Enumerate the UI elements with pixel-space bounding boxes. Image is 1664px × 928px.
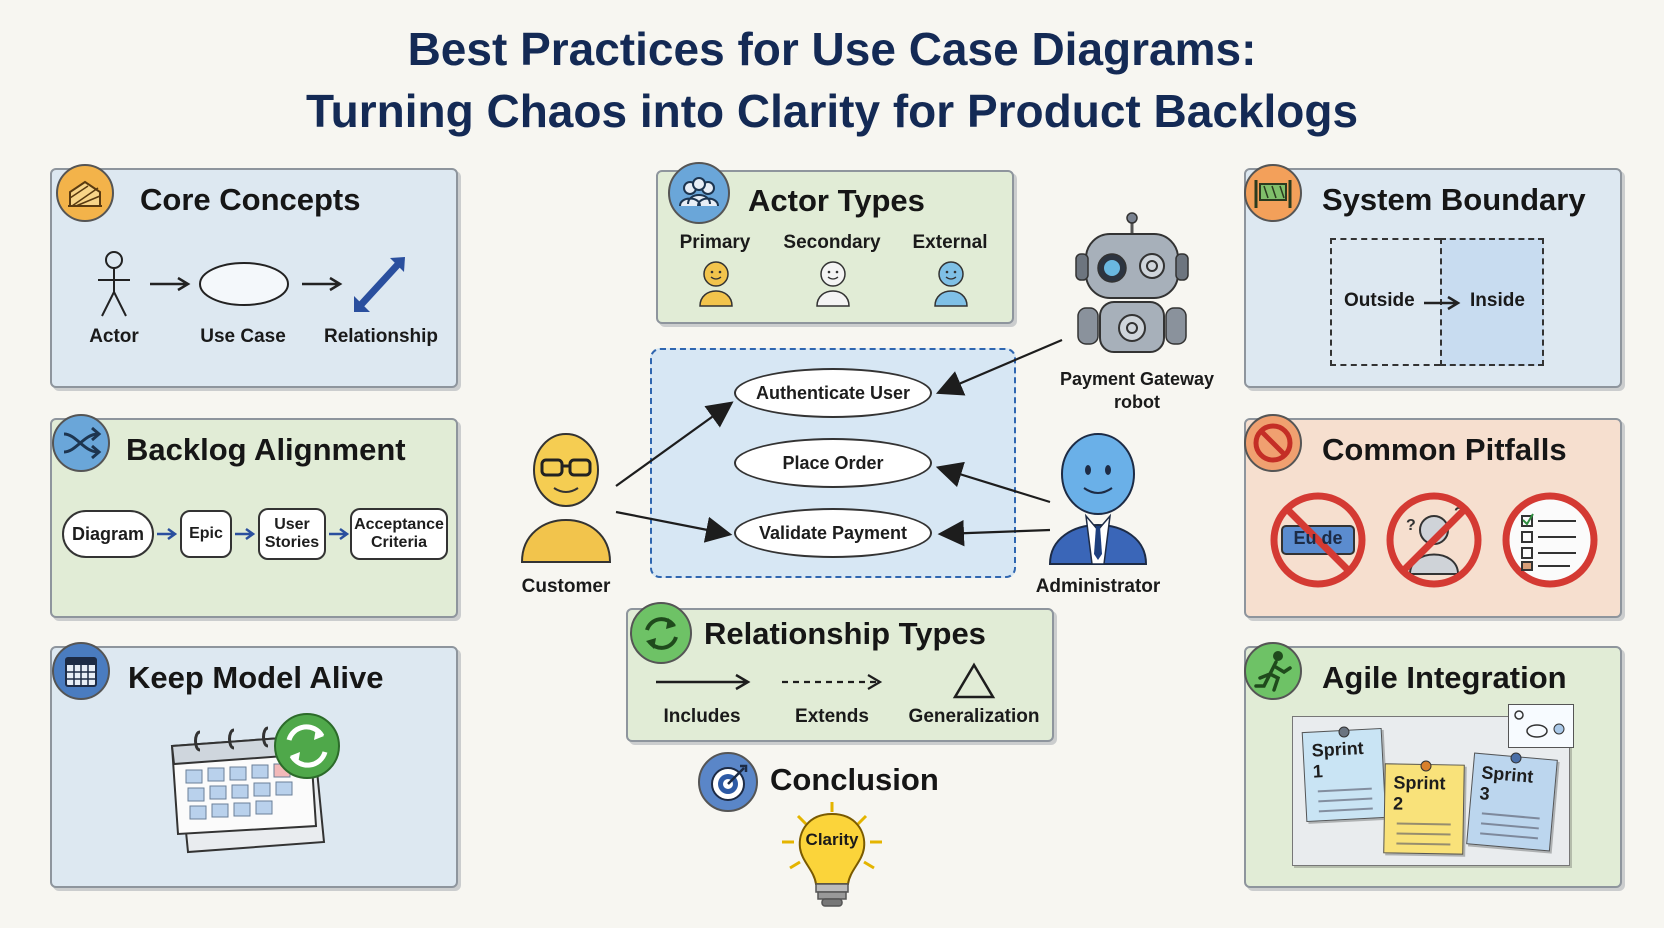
core-concepts-title: Core Concepts (140, 182, 361, 217)
calendar-refresh-illustration (170, 713, 340, 854)
target-icon (698, 752, 758, 812)
actor-type-secondary: Secondary (783, 232, 881, 253)
generalization-label: Generalization (908, 706, 1040, 727)
includes-label: Includes (663, 706, 741, 727)
relationship-arrow-icon (354, 257, 405, 312)
use-case-authenticate-user: Authenticate User (734, 368, 932, 418)
keep-model-alive-title: Keep Model Alive (128, 660, 384, 695)
payment-gateway-robot-icon (1075, 212, 1189, 353)
backlog-step-epic: Epic (180, 510, 232, 558)
use-case-place-order: Place Order (734, 438, 932, 488)
arrow-icon (1424, 295, 1461, 311)
pitfall-tag-text: Eu de (1293, 528, 1343, 548)
actor-type-external: External (912, 232, 988, 253)
payment-gateway-label: Payment Gateway robot (1059, 369, 1215, 412)
relationship-types-title: Relationship Types (704, 616, 986, 651)
inside-label: Inside (1470, 290, 1525, 311)
relationship-types-card (626, 608, 1054, 742)
use-case-validate-payment: Validate Payment (734, 508, 932, 558)
group-icon (668, 162, 730, 224)
actor-stick-figure-icon (98, 251, 130, 317)
runner-icon (1244, 642, 1302, 700)
building-icon (56, 164, 114, 222)
lightbulb-icon (782, 802, 882, 907)
customer-actor-icon (520, 433, 612, 563)
arrow-icon (235, 527, 256, 541)
shuffle-icon (52, 414, 110, 472)
calendar-icon (52, 642, 110, 700)
extends-dashed-line-icon (782, 674, 883, 690)
prohibited-icon (1244, 414, 1302, 472)
administrator-label: Administrator (1035, 576, 1161, 597)
common-pitfalls-title: Common Pitfalls (1322, 432, 1567, 467)
external-actor-icon (934, 261, 968, 307)
outside-region (1330, 238, 1440, 366)
board-card-snapshot (1508, 704, 1574, 748)
conclusion-title: Conclusion (770, 762, 939, 797)
arrow-icon (150, 276, 191, 292)
svg-text:?: ? (1406, 517, 1416, 534)
arrow-icon (329, 527, 350, 541)
cycle-icon (630, 602, 692, 664)
actor-label: Actor (89, 326, 139, 347)
extends-label: Extends (795, 706, 869, 727)
secondary-actor-icon (816, 261, 850, 307)
page-title-line1: Best Practices for Use Case Diagrams: (407, 23, 1257, 75)
use-case-label: Use Case (200, 326, 286, 347)
backlog-step-user-stories: User Stories (258, 508, 326, 560)
agile-integration-title: Agile Integration (1322, 660, 1567, 695)
backlog-alignment-title: Backlog Alignment (126, 432, 406, 467)
arrow-icon (302, 276, 343, 292)
system-boundary-title: System Boundary (1322, 182, 1586, 217)
administrator-actor-icon (1048, 433, 1148, 565)
includes-line-icon (656, 673, 751, 691)
pushpin-icons (1338, 726, 1522, 772)
pitfall-edge-case-icon (1270, 492, 1366, 588)
system-boundary-card (1244, 168, 1622, 388)
page-title-line2: Turning Chaos into Clarity for Product B… (305, 85, 1359, 137)
customer-label: Customer (521, 576, 611, 597)
pitfall-confused-person-icon: ? ? (1386, 492, 1482, 588)
primary-actor-icon (699, 261, 733, 307)
actor-types-title: Actor Types (748, 183, 925, 218)
outside-label: Outside (1344, 290, 1415, 311)
pitfall-checklist-icon (1502, 492, 1598, 588)
actor-type-primary: Primary (679, 232, 751, 253)
clarity-label: Clarity (805, 830, 859, 849)
backlog-step-diagram: Diagram (62, 510, 154, 558)
relationship-label: Relationship (323, 326, 439, 347)
use-case-ellipse-icon (199, 262, 289, 306)
arrow-icon (157, 527, 178, 541)
backlog-step-acceptance-criteria: Acceptance Criteria (350, 508, 448, 560)
generalization-triangle-icon (952, 662, 996, 699)
sprint-2-label: Sprint 2 (1392, 772, 1446, 814)
boundary-icon (1244, 164, 1302, 222)
